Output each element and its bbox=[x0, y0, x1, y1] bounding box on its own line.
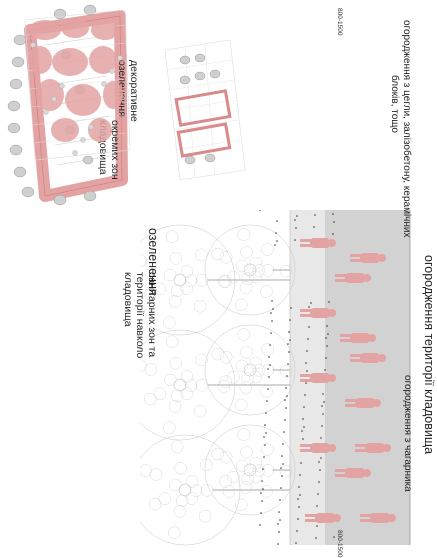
human-figure bbox=[350, 353, 386, 363]
heading-fencing: огородження території кладовища bbox=[422, 255, 436, 455]
human-figure bbox=[360, 513, 396, 523]
human-figure bbox=[300, 238, 336, 248]
human-figure bbox=[305, 513, 341, 523]
label-hedge-fence: огородження з чагарника bbox=[402, 375, 413, 492]
dimension-top: 800-1500 bbox=[336, 8, 343, 36]
human-figure bbox=[335, 468, 371, 478]
fence-section-scene bbox=[140, 210, 411, 546]
human-figure bbox=[335, 273, 371, 283]
human-figure bbox=[345, 398, 381, 408]
masonry-wall bbox=[325, 210, 410, 545]
decorative-greening-blobs bbox=[24, 9, 131, 161]
separate-zones-diagram bbox=[164, 39, 246, 181]
human-figure bbox=[300, 373, 336, 383]
human-figure bbox=[355, 443, 391, 453]
heading-greening: озеленення bbox=[146, 228, 160, 296]
human-figure bbox=[300, 308, 336, 318]
label-wall-fence: огородження з цегли, залізобетону, керам… bbox=[389, 20, 413, 238]
dimension-bottom: 800-1500 bbox=[336, 530, 343, 558]
human-figure bbox=[340, 333, 376, 343]
human-figure bbox=[350, 253, 386, 263]
human-figure bbox=[300, 443, 336, 453]
